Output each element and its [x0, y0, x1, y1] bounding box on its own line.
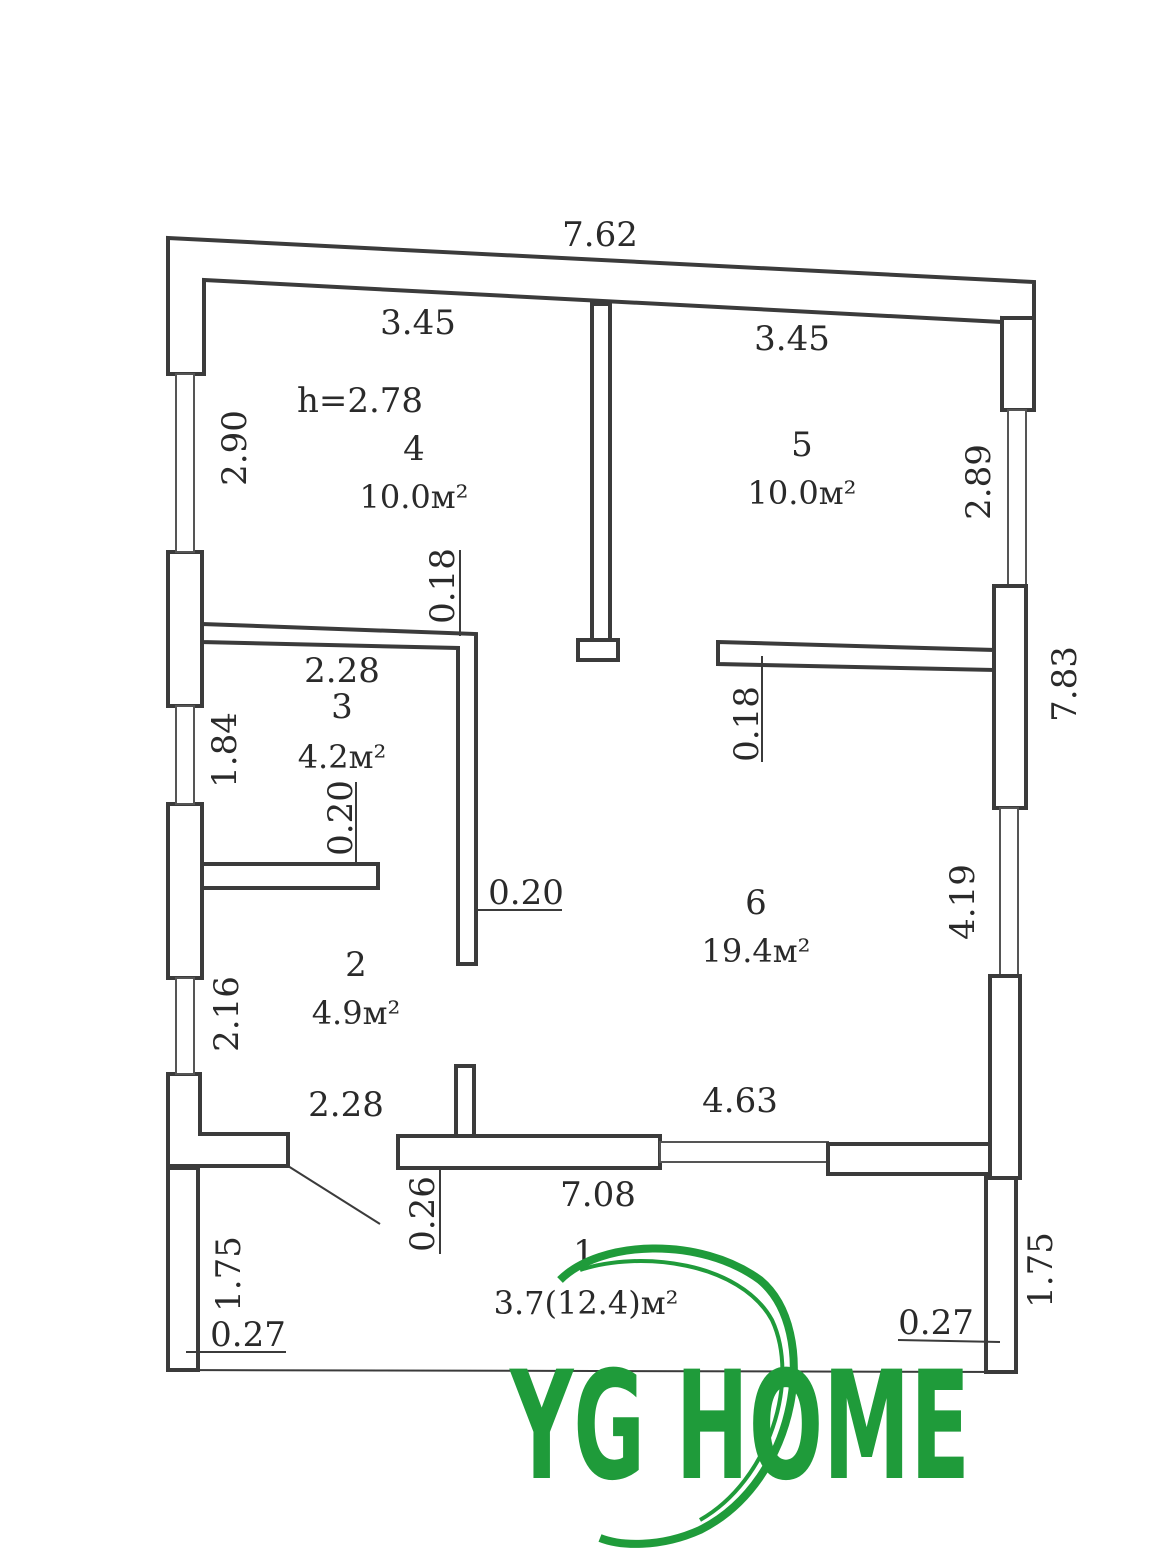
room3-bottom-wall	[200, 862, 380, 890]
room5-bottom-wall	[716, 639, 996, 673]
dim-line	[897, 1339, 1001, 1343]
dim-left-027: 0.27	[210, 1315, 286, 1355]
room-area: 4.2м²	[298, 738, 387, 776]
window	[659, 1141, 829, 1163]
left-wall-segment	[166, 802, 204, 980]
dim-inner-bottom: 7.08	[560, 1175, 636, 1215]
dim-room2-width: 2.28	[308, 1085, 384, 1125]
room-area: 19.4м²	[702, 932, 811, 970]
door-swing	[287, 1165, 381, 1225]
logo-swoosh	[557, 1244, 798, 1548]
room3-wall	[200, 621, 478, 966]
left-wall-corner	[166, 1072, 290, 1168]
window	[999, 807, 1019, 977]
room-area: 10.0м²	[360, 478, 469, 516]
room-number: 3	[331, 687, 353, 727]
dim-wall-018-left: 0.18	[423, 548, 463, 624]
dim-right-outer: 7.83	[1045, 646, 1085, 722]
dim-room3-window: 1.84	[205, 712, 245, 788]
window	[175, 373, 195, 553]
dim-wall-020-a: 0.20	[321, 780, 361, 856]
window	[175, 977, 195, 1075]
dim-room4-window: 2.90	[215, 410, 255, 486]
logo-text: YG HOME	[509, 1340, 970, 1514]
dim-room2-window: 2.16	[207, 976, 247, 1052]
dim-wall-026: 0.26	[403, 1176, 443, 1252]
dim-room5-window: 2.89	[959, 444, 999, 520]
dim-room6-width: 4.63	[702, 1081, 778, 1121]
room-area: 3.7(12.4)м²	[494, 1284, 679, 1322]
dim-right-027: 0.27	[898, 1303, 974, 1343]
dim-room3-width: 2.28	[304, 651, 380, 691]
right-wall-segment	[988, 974, 1022, 1180]
ceiling-height: h=2.78	[297, 381, 423, 421]
room-area: 10.0м²	[748, 474, 857, 512]
right-wall-segment	[1000, 316, 1036, 412]
inner-bottom-wall	[396, 1134, 662, 1170]
dim-top-outer: 7.62	[562, 215, 638, 255]
partition-wall	[590, 302, 612, 644]
right-wall-segment	[992, 584, 1028, 810]
room-number: 6	[745, 883, 767, 923]
dim-room5-width: 3.45	[754, 319, 830, 359]
left-wall-segment	[166, 1166, 200, 1372]
window	[1007, 409, 1027, 587]
room-number: 4	[403, 429, 425, 469]
door-stub	[454, 1064, 476, 1138]
terrace-edge	[167, 1369, 1017, 1373]
inner-bottom-wall	[826, 1142, 992, 1176]
dim-room4-width: 3.45	[380, 303, 456, 343]
room-number: 2	[345, 945, 367, 985]
dim-wall-020-b: 0.20	[488, 873, 564, 913]
right-wall-segment	[984, 1176, 1018, 1374]
room-number: 5	[791, 425, 813, 465]
left-wall-segment	[166, 550, 204, 708]
dim-wall-018-right: 0.18	[727, 686, 767, 762]
window	[175, 705, 195, 805]
logo-swoosh	[579, 1259, 785, 1522]
dim-right-175: 1.75	[1021, 1232, 1061, 1308]
dim-left-175: 1.75	[209, 1236, 249, 1312]
partition-stub	[576, 638, 620, 662]
room-area: 4.9м²	[312, 994, 401, 1032]
dim-room6-window: 4.19	[943, 864, 983, 940]
yg-home-logo: YG HOME	[509, 1244, 970, 1548]
